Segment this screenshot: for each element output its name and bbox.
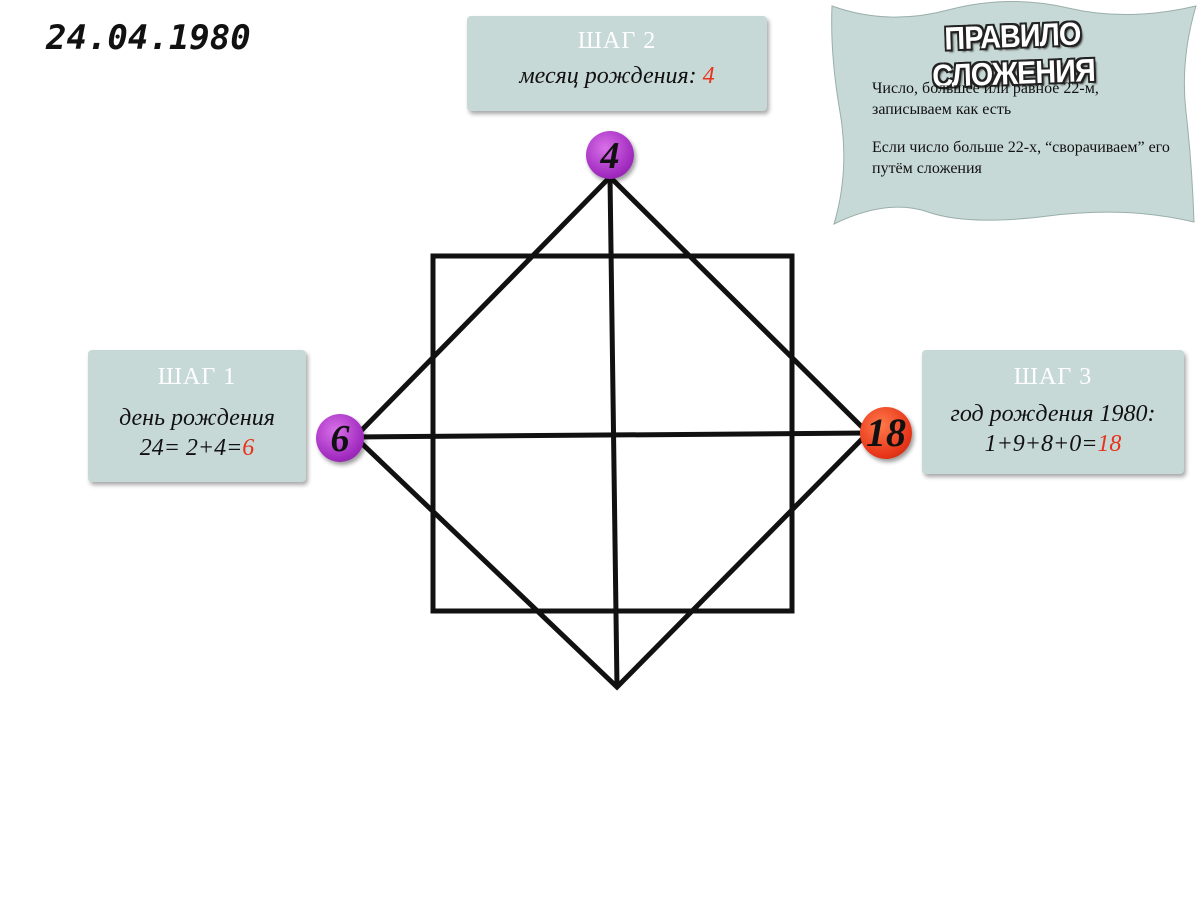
step3-heading: ШАГ 3 <box>1013 364 1093 390</box>
step3-panel: ШАГ 3 год рождения 1980: 1+9+8+0=18 <box>922 350 1184 474</box>
date-label: 24.04.1980 <box>46 18 251 58</box>
node-top-circle: 4 <box>586 131 634 179</box>
node-left-circle: 6 <box>316 414 364 462</box>
node-right-circle: 18 <box>860 407 912 459</box>
step1-line1: день рождения <box>119 405 275 431</box>
step1-result: 6 <box>242 435 255 461</box>
rule-panel-shape <box>831 1 1197 225</box>
horizontal-line <box>354 430 869 440</box>
rule-text-1: Число, большее или равное 22-м, записыва… <box>872 80 1099 118</box>
step1-line2: 24= 2+4=6 <box>88 433 306 463</box>
vertical-line <box>607 176 620 688</box>
step3-line2-prefix: 1+9+8+0= <box>984 431 1098 457</box>
step3-line1: год рождения 1980: <box>950 401 1156 427</box>
step2-heading: ШАГ 2 <box>577 28 657 54</box>
step2-panel: ШАГ 2 месяц рождения: 4 <box>467 16 767 111</box>
step2-result: 4 <box>702 63 715 89</box>
step2-line1: месяц рождения: <box>519 63 703 89</box>
rule-text-2: Если число больше 22-х, “сворачиваем” ег… <box>872 139 1170 177</box>
step1-line2-prefix: 24= 2+4= <box>139 435 243 461</box>
addition-rule-panel: ПРАВИЛО СЛОЖЕНИЯ Число, большее или равн… <box>828 0 1200 228</box>
step1-text: день рождения 24= 2+4=6 <box>88 403 306 463</box>
step1-panel: ШАГ 1 день рождения 24= 2+4=6 <box>88 350 306 482</box>
step2-text: месяц рождения: 4 <box>467 61 767 91</box>
step3-line2: 1+9+8+0=18 <box>922 429 1184 459</box>
step3-result: 18 <box>1097 431 1122 457</box>
step1-heading: ШАГ 1 <box>157 364 237 390</box>
step3-text: год рождения 1980: 1+9+8+0=18 <box>922 399 1184 459</box>
